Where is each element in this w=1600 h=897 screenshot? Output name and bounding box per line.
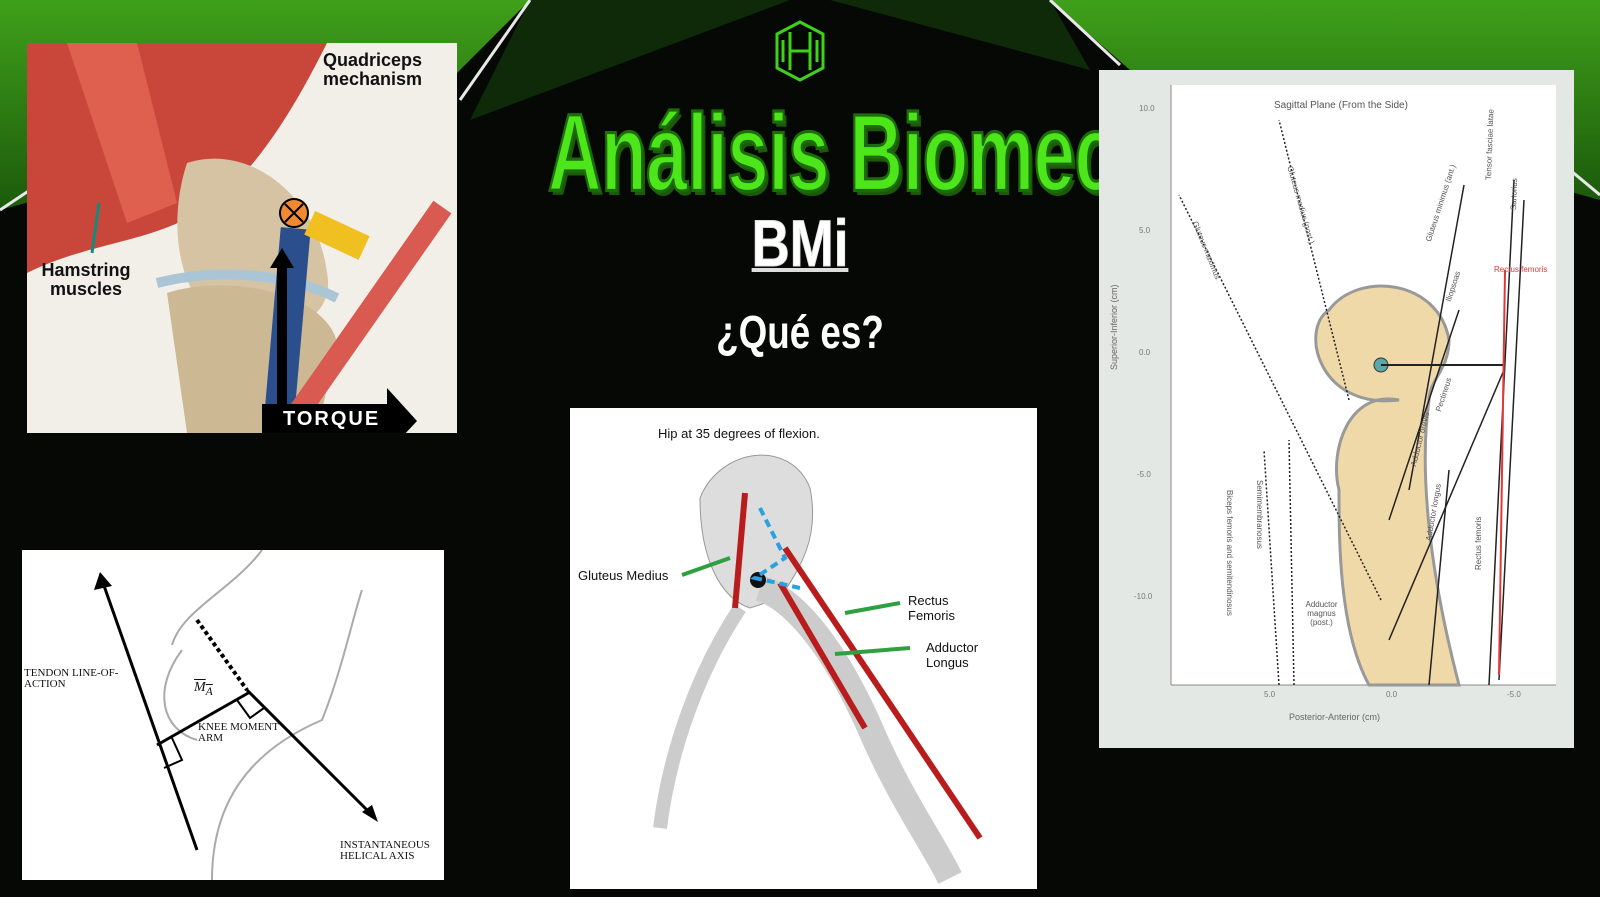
- hip-bones-drawing: [653, 454, 983, 884]
- sagittal-drawing: [1170, 85, 1556, 687]
- y-tick: 5.0: [1139, 226, 1151, 235]
- sagittal-plane-figure: Sagittal Plane (From the Side) Superior-…: [1099, 70, 1574, 748]
- moment-arm-diagram: TENDON LINE-OF-ACTION MA KNEE MOMENT ARM…: [22, 550, 444, 880]
- brand-name: BMi: [751, 206, 849, 281]
- moment-arm-drawing: [94, 550, 378, 880]
- muscle-label: Biceps femoris and semitendinosus: [1225, 490, 1234, 616]
- page-title: Análisis Biomecánico: [547, 91, 1310, 216]
- adductor-longus-label: Adductor Longus: [926, 640, 979, 670]
- muscle-label: Semimembranosus: [1255, 480, 1264, 549]
- y-tick: 10.0: [1139, 104, 1155, 113]
- knee-moment-arm-label: KNEE MOMENT ARM: [198, 721, 279, 744]
- y-tick: 0.0: [1139, 348, 1151, 357]
- x-tick: 5.0: [1264, 690, 1276, 699]
- hip-caption: Hip at 35 degrees of flexion.: [658, 426, 820, 441]
- x-tick: 0.0: [1386, 690, 1398, 699]
- x-tick: -5.0: [1507, 690, 1521, 699]
- muscle-label: Rectus femoris: [1474, 516, 1483, 570]
- y-axis-label: Superior-Inferior (cm): [1109, 284, 1119, 370]
- subtitle: ¿Qué es?: [716, 306, 884, 358]
- helical-axis-label: INSTANTANEOUS HELICAL AXIS: [340, 839, 430, 862]
- x-axis-label: Posterior-Anterior (cm): [1289, 712, 1381, 722]
- knee-illustration: [27, 43, 457, 433]
- sagittal-title: Sagittal Plane (From the Side): [1274, 100, 1408, 111]
- knee-torque-image: Quadriceps mechanism Hamstring muscles T…: [27, 43, 457, 433]
- rectus-femoris-label: Rectus Femoris: [908, 593, 955, 623]
- hamstring-label: Hamstring muscles: [41, 260, 131, 299]
- tendon-label: TENDON LINE-OF-ACTION: [24, 667, 119, 690]
- hip-flexion-image: Hip at 35 degrees of flexion. Gluteus Me…: [570, 408, 1037, 889]
- moment-arm-symbol: MA: [194, 680, 213, 698]
- muscle-label: Sartorius: [1509, 178, 1520, 211]
- y-tick: -10.0: [1134, 592, 1153, 601]
- dumbbell-h-logo-icon: [775, 20, 825, 82]
- muscle-label: Rectus femoris: [1494, 265, 1548, 274]
- muscle-label: Adductor magnus (post.): [1305, 600, 1338, 627]
- gluteus-medius-label: Gluteus Medius: [578, 568, 669, 583]
- torque-label: TORQUE: [283, 408, 381, 430]
- y-tick: -5.0: [1137, 470, 1151, 479]
- quadriceps-label: Quadriceps mechanism: [322, 50, 423, 89]
